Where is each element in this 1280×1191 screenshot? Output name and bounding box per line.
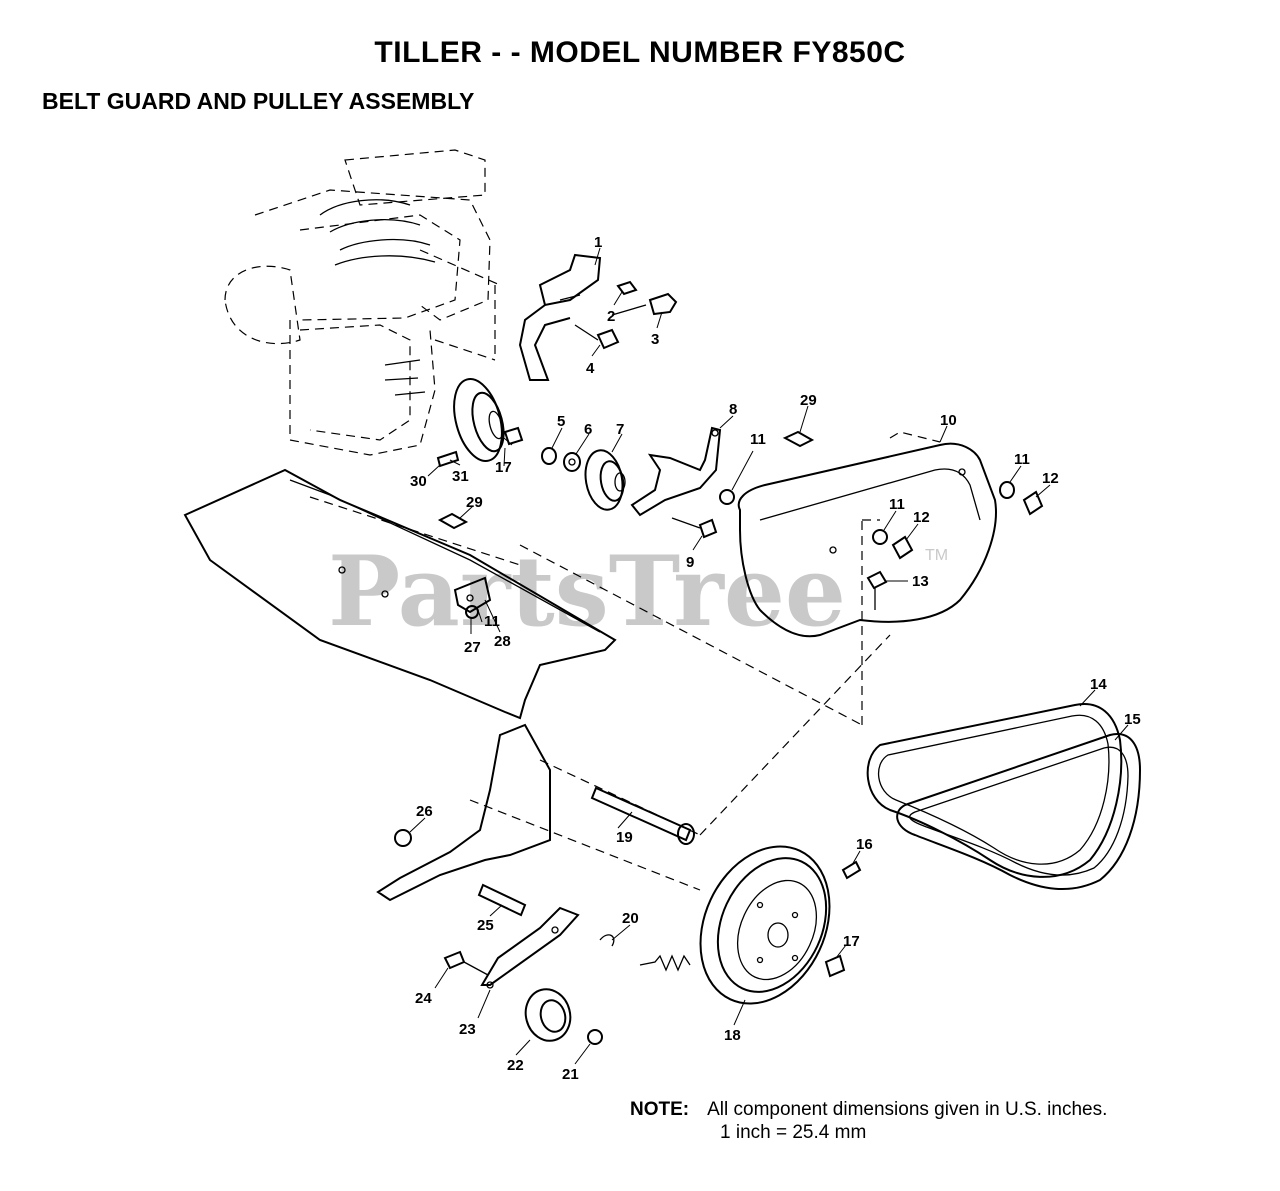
callout-29-b: 29	[466, 494, 483, 511]
callout-24: 24	[415, 990, 432, 1007]
part-31-engine-pulley	[453, 378, 505, 462]
part-18-drive-pulley	[699, 845, 831, 1005]
watermark-logo: PartsTree	[328, 535, 846, 648]
callout-22: 22	[507, 1057, 524, 1074]
part-30-spring-pin	[436, 450, 460, 468]
callout-25: 25	[477, 917, 494, 934]
part-20-clip	[599, 934, 615, 947]
part-25-spacer	[477, 883, 527, 917]
part-29-clip-upper	[782, 430, 815, 448]
callout-6: 6	[584, 421, 592, 438]
diagram-subtitle: BELT GUARD AND PULLEY ASSEMBLY	[42, 88, 475, 114]
callout-17-a: 17	[495, 459, 512, 476]
callout-29-a: 29	[800, 392, 817, 409]
part-23-idler-bracket	[480, 906, 580, 989]
part-24-bolt	[443, 950, 489, 976]
part-13-bolt	[866, 570, 888, 610]
callout-7: 7	[616, 421, 624, 438]
note-label: NOTE:	[630, 1099, 690, 1120]
tine-shield	[183, 468, 617, 720]
callout-12-a: 12	[1042, 470, 1059, 487]
callout-19: 19	[616, 829, 633, 846]
watermark-tm: TM	[925, 547, 948, 564]
callout-5: 5	[557, 413, 565, 430]
part-8-idler-arm	[630, 426, 722, 517]
part-17-key	[503, 426, 524, 446]
note-line-1: All component dimensions given in U.S. i…	[707, 1099, 1108, 1120]
part-9-bolt	[671, 517, 718, 539]
part-12-nut-a	[891, 535, 914, 560]
part-27-nut	[465, 605, 479, 619]
engine-drawing	[224, 149, 501, 456]
dimension-note: NOTE: All component dimensions given in U…	[630, 1098, 1107, 1144]
part-11-washer-b	[872, 529, 888, 545]
part-3-bolt	[611, 292, 678, 316]
callout-28: 28	[494, 633, 511, 650]
callout-31: 31	[452, 468, 469, 485]
part-5-nut	[541, 447, 557, 465]
callout-18-b: 17	[843, 933, 860, 950]
part-22-idler-pulley	[524, 988, 572, 1042]
callout-1: 1	[594, 234, 602, 251]
callout-4: 4	[586, 360, 595, 377]
part-4-bolt	[574, 324, 620, 350]
callout-26: 26	[416, 803, 433, 820]
callout-23: 23	[459, 1021, 476, 1038]
part-15-belt	[896, 733, 1142, 891]
callout-27: 27	[464, 639, 481, 656]
part-29-clip-lower	[437, 512, 469, 530]
part-7-idler-pulley	[584, 449, 626, 511]
part-6-washer	[563, 452, 581, 472]
part-14-belt	[866, 703, 1123, 878]
part-11-washer-c	[999, 481, 1015, 499]
diagram-title: TILLER - - MODEL NUMBER FY850C	[374, 36, 906, 69]
part-26-nut	[394, 829, 412, 847]
callout-16: 16	[856, 836, 873, 853]
part-19-shaft	[590, 786, 695, 845]
callout-2: 2	[607, 308, 615, 325]
callout-leaders	[409, 247, 1129, 1065]
part-17-key-lower	[824, 954, 846, 978]
part-1-bracket	[518, 253, 602, 381]
idler-spring	[639, 954, 691, 972]
callout-11-c: 11	[889, 496, 905, 513]
tiller-side-plate	[376, 723, 551, 902]
callout-10: 10	[940, 412, 957, 429]
part-21-nut	[587, 1029, 603, 1045]
callout-11-d: 11	[484, 613, 500, 630]
callout-3: 3	[651, 331, 659, 348]
callout-8: 8	[729, 401, 737, 418]
callout-18: 18	[724, 1027, 741, 1044]
callout-labels: 1 2 3 4 5 6 7 8 9 10 11 11 11 11 12 12 1…	[410, 234, 1141, 1083]
callout-15: 15	[1124, 711, 1141, 728]
callout-11-a: 11	[750, 431, 766, 448]
part-12-nut-b	[1022, 490, 1044, 516]
callout-20: 20	[622, 910, 639, 927]
callout-30: 30	[410, 473, 427, 490]
part-11-washer-a	[719, 489, 735, 505]
callout-11-b: 11	[1014, 451, 1030, 468]
part-2-clip	[616, 280, 638, 296]
callout-13: 13	[912, 573, 929, 590]
part-10-belt-guard	[737, 431, 997, 638]
callout-12-b: 12	[913, 509, 930, 526]
callout-21: 21	[562, 1066, 579, 1083]
callout-14: 14	[1090, 676, 1107, 693]
assembly-guide-lines	[469, 519, 891, 891]
part-28-bracket	[453, 576, 492, 614]
note-line-2: 1 inch = 25.4 mm	[720, 1122, 867, 1143]
part-16-spring-pin	[841, 860, 862, 880]
callout-9: 9	[686, 554, 694, 571]
